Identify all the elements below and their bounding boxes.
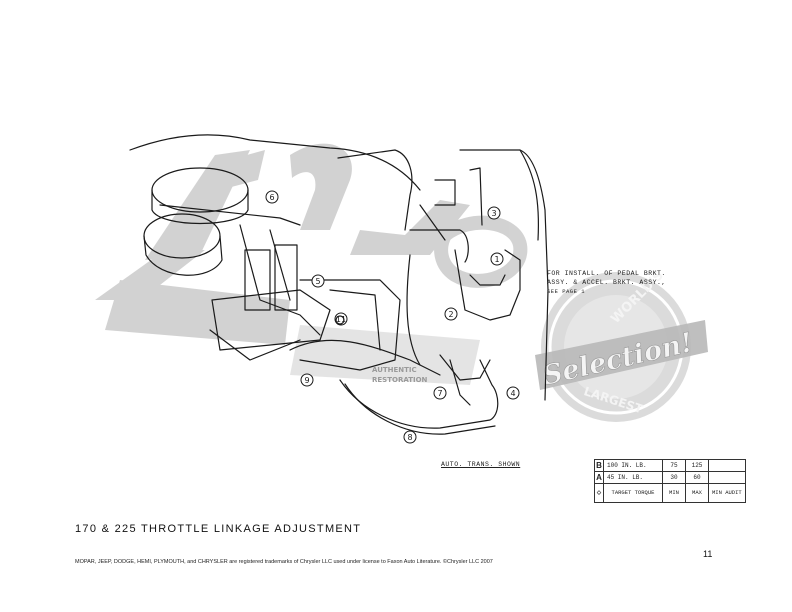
header-min: MIN — [662, 483, 686, 503]
torque-min: 75 — [662, 459, 686, 472]
callout-3: 3 — [491, 209, 496, 218]
torque-mark-b: B — [594, 459, 604, 472]
torque-max: 60 — [685, 471, 709, 484]
install-note-line-1: FOR INSTALL. OF PEDAL BRKT. — [547, 270, 666, 277]
callout-7: 7 — [437, 389, 442, 398]
callout-8: 8 — [407, 433, 412, 442]
worlds-largest-selection-badge: Selection! WORLD'S LARGEST — [535, 268, 708, 422]
torque-spec-table: B 100 IN. LB. 75 125 A 45 IN. LB. 30 60 … — [594, 459, 746, 503]
diagram-caption: AUTO. TRANS. SHOWN — [441, 461, 521, 468]
watermark-restoration: RESTORATION — [372, 376, 428, 384]
header-min-audit: MIN AUDIT — [708, 483, 746, 503]
header-target-torque: TARGET TORQUE — [603, 483, 663, 503]
trademark-footer: MOPAR, JEEP, DODGE, HEMI, PLYMOUTH, and … — [75, 559, 493, 565]
install-note: FOR INSTALL. OF PEDAL BRKT. ASSY. & ACCE… — [547, 269, 666, 296]
callout-4: 4 — [510, 389, 515, 398]
table-row: A 45 IN. LB. 30 60 — [594, 471, 746, 484]
page-number: 11 — [703, 549, 713, 559]
install-note-line-3: SEE PAGE 1 — [547, 288, 586, 295]
page-title: 170 & 225 THROTTLE LINKAGE ADJUSTMENT — [75, 523, 362, 535]
part-callouts — [265, 190, 520, 444]
install-note-line-2: ASSY. & ACCEL. BRKT. ASSY., — [547, 279, 666, 286]
torque-mark-a: A — [594, 471, 604, 484]
torque-audit — [708, 459, 746, 472]
callout-11: 11 — [336, 315, 346, 324]
callout-6: 6 — [269, 193, 274, 202]
engine-line-art — [129, 134, 549, 435]
torque-min: 30 — [662, 471, 686, 484]
header-max: MAX — [685, 483, 709, 503]
table-header-row: ◇ TARGET TORQUE MIN MAX MIN AUDIT — [594, 483, 746, 503]
table-row: B 100 IN. LB. 75 125 — [594, 459, 746, 472]
torque-audit — [708, 471, 746, 484]
callout-5: 5 — [315, 277, 320, 286]
torque-spec: 100 IN. LB. — [603, 459, 663, 472]
faxon-watermark — [95, 143, 528, 385]
callout-2: 2 — [448, 310, 453, 319]
diamond-icon: ◇ — [594, 483, 604, 503]
torque-max: 125 — [685, 459, 709, 472]
callout-1: 1 — [494, 255, 499, 264]
torque-spec: 45 IN. LB. — [603, 471, 663, 484]
callout-9: 9 — [304, 376, 309, 385]
watermark-authentic: AUTHENTIC — [372, 366, 417, 374]
